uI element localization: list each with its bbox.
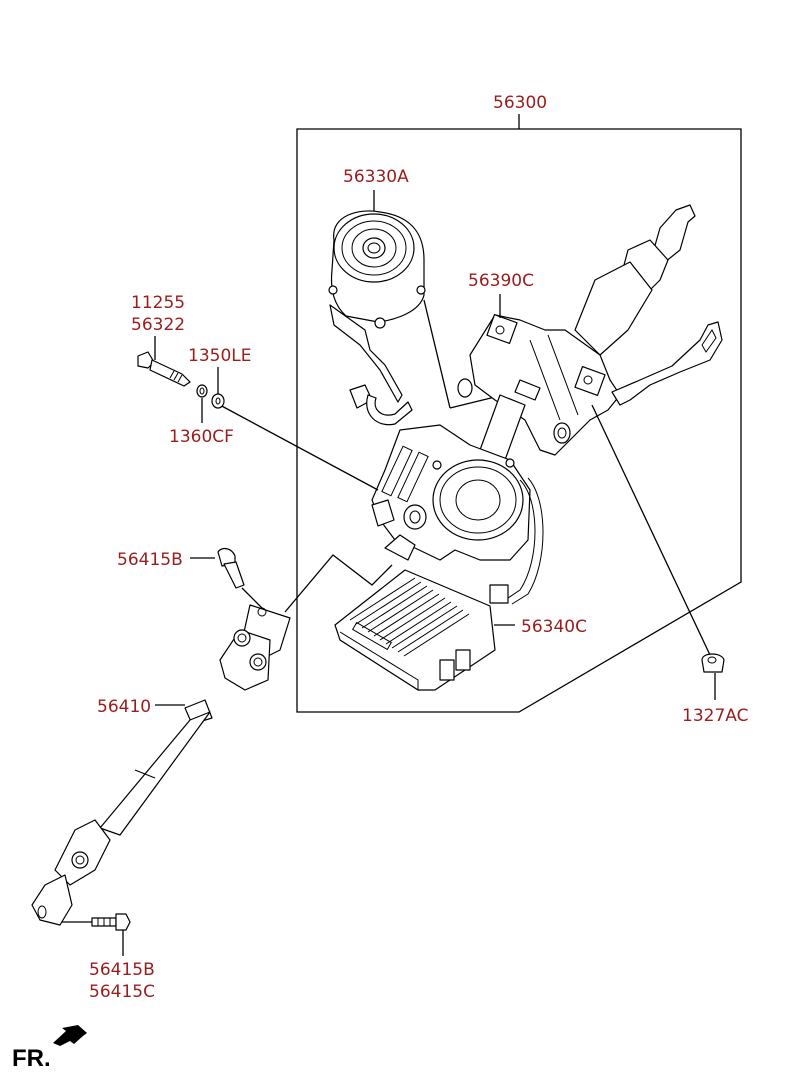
front-arrow-icon xyxy=(53,1025,87,1046)
column-part xyxy=(457,204,723,461)
label-56340C: 56340C xyxy=(521,617,587,637)
label-1350LE: 1350LE xyxy=(188,346,251,366)
nut-part xyxy=(701,653,725,700)
label-56410: 56410 xyxy=(97,697,151,717)
washer-1360CF xyxy=(196,384,208,423)
label-56330A: 56330A xyxy=(343,167,409,187)
label-11255: 11255 xyxy=(131,293,185,313)
leader-washer-to-housing xyxy=(217,403,379,491)
motor-part xyxy=(328,190,426,426)
label-56415B-upper: 56415B xyxy=(117,550,183,570)
front-direction-label: FR. xyxy=(12,1045,51,1072)
ecu-part xyxy=(334,569,496,691)
label-56390C: 56390C xyxy=(468,271,534,291)
leader-motor-to-column xyxy=(423,299,451,409)
assembly-outline xyxy=(296,128,742,713)
label-1360CF: 1360CF xyxy=(169,427,234,447)
shaft-part xyxy=(31,604,291,926)
leader-nut-to-column xyxy=(591,404,711,656)
gear-housing-part xyxy=(371,424,544,605)
label-56300: 56300 xyxy=(493,93,547,113)
leader-ecu-to-shaft xyxy=(284,554,393,613)
label-1327AC: 1327AC xyxy=(682,706,748,726)
washer-1350LE xyxy=(211,367,225,409)
label-56322: 56322 xyxy=(131,315,185,335)
lower-bolt-part xyxy=(62,913,131,956)
bolt-11255-part xyxy=(137,336,191,387)
label-56415B-lower: 56415B xyxy=(89,960,155,980)
upper-bolt-part xyxy=(190,547,263,609)
label-56415C-lower: 56415C xyxy=(89,982,155,1002)
